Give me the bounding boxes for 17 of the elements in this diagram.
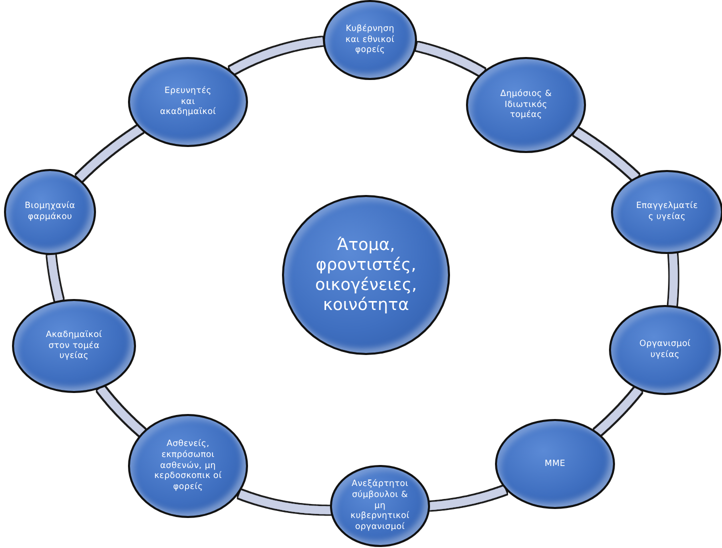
node-label: Δημόσιος & Ιδιωτικός τομέας [499, 89, 553, 121]
ring-connector [228, 37, 325, 74]
node-label: Ακαδημαϊκοί στον τομέα υγείας [44, 330, 104, 362]
ring-connector [97, 385, 146, 436]
node-label: Άτομα, φροντιστές, οικογένειες, κοινότητα [314, 235, 418, 315]
ring-connector [76, 125, 144, 182]
node-label: ΜΜΕ [544, 458, 566, 470]
ring-connector [237, 490, 333, 514]
node-label: Επαγγελματίε ς υγείας [635, 201, 699, 223]
node-label: Βιομηχανία φαρμάκου [24, 201, 76, 223]
node-label: Κυβέρνηση και εθνικοί φορείς [344, 24, 396, 56]
node-label: Ανεξάρτητοι σύμβουλοι & μη κυβερνητικοί οργανισμοί [350, 479, 410, 533]
node-label: Ασθενείς, εκπρόσωποι ασθενών, μη κερδοσκοπικ οί φορείς [153, 439, 223, 493]
node-label: Οργανισμοί υγείας [638, 339, 692, 361]
node-label: Ερευνητές και ακαδημαϊκοί [160, 86, 216, 118]
ring-connector [573, 128, 639, 181]
ring-connector [414, 42, 486, 76]
